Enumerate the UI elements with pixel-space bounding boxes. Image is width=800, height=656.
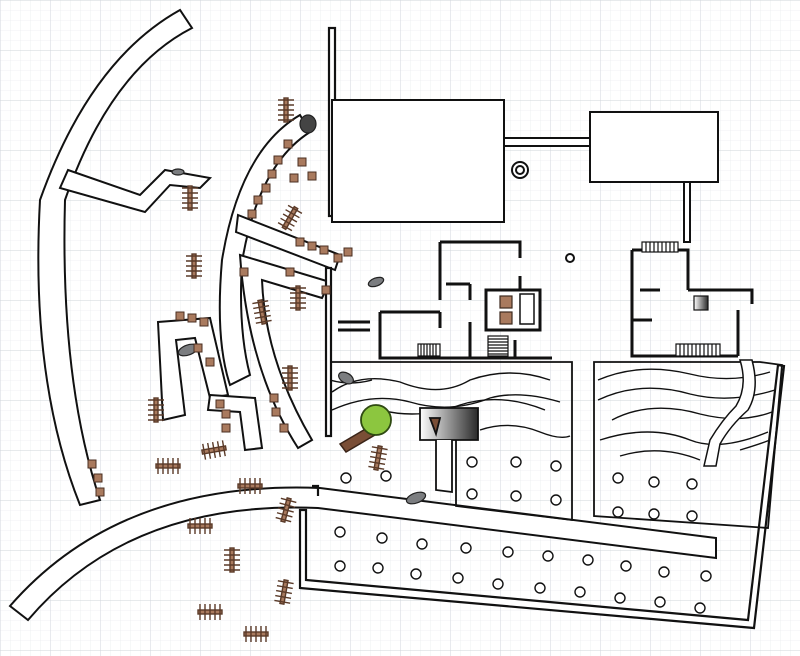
barricade-icon — [237, 478, 263, 494]
west-house-furniture — [417, 293, 535, 357]
barricade-icon — [197, 604, 223, 620]
stairs-icon — [641, 241, 679, 253]
barricade-icon — [278, 97, 294, 123]
marker-post — [565, 253, 575, 263]
stairs-icon — [487, 335, 509, 357]
stairs-icon — [417, 343, 441, 357]
southern-trench — [8, 486, 717, 622]
barricade-icon — [155, 458, 181, 474]
outer-curved-trench — [37, 8, 194, 507]
cabinet-icon — [693, 295, 709, 311]
crop-rows — [334, 456, 712, 614]
west-wall — [324, 266, 333, 438]
rubble — [171, 114, 427, 505]
east-warehouse — [589, 111, 719, 183]
barricade-icon — [182, 185, 198, 211]
spur-trench — [206, 393, 264, 452]
branch-trench-north — [58, 168, 213, 214]
barricade-icon — [277, 204, 303, 232]
bed-icon — [499, 295, 513, 309]
buildings — [331, 99, 719, 263]
barricade-icon — [282, 365, 298, 391]
barricade-icon — [186, 253, 202, 279]
trench-network — [8, 8, 717, 622]
supply-crates — [87, 139, 353, 497]
cabinet-icon — [519, 293, 535, 325]
furrows — [329, 368, 776, 461]
fallen-tree — [338, 404, 392, 453]
west-field-fence — [330, 361, 573, 522]
bed-icon — [499, 311, 513, 325]
barricade-icon — [243, 626, 269, 642]
stairs-icon — [675, 343, 721, 357]
barricade-icon — [368, 445, 388, 471]
barricade-icon — [274, 579, 294, 605]
tree-icon — [360, 404, 392, 436]
rubble-icon — [299, 114, 317, 134]
barricade-icon — [252, 299, 272, 325]
barricades — [148, 97, 388, 642]
east-house-furniture — [641, 241, 721, 357]
barricade-icon — [148, 397, 164, 423]
main-warehouse — [331, 99, 505, 223]
barricade-icon — [290, 285, 306, 311]
warehouse-link-corridor — [503, 137, 591, 147]
east-pipe — [683, 181, 691, 243]
well-inner — [515, 165, 525, 175]
connector-trench — [234, 213, 342, 272]
shed — [419, 407, 479, 494]
barricade-icon — [201, 440, 227, 460]
barricade-icon — [224, 547, 240, 573]
south-perimeter-inner — [312, 484, 320, 496]
barricade-icon — [275, 497, 297, 523]
stream — [703, 359, 756, 467]
east-field-fence — [593, 361, 783, 529]
barricade-icon — [187, 518, 213, 534]
